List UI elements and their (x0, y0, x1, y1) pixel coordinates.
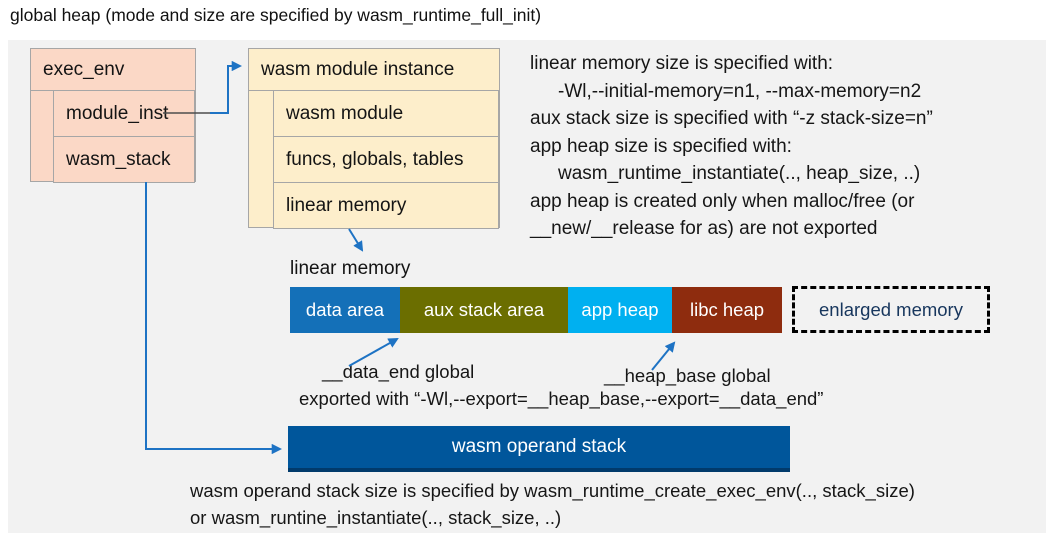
exec-env-header: exec_env (31, 49, 195, 91)
heap-base-global-label: __heap_base global (604, 365, 771, 386)
note-line: wasm operand stack size is specified by … (190, 480, 915, 501)
note-line: __new/__release for as) are not exported (530, 218, 878, 239)
note-line: or wasm_runtine_instantiate(.., stack_si… (190, 506, 562, 528)
exec-env-row-module-inst: module_inst (53, 90, 195, 137)
note-line: linear memory size is specified with: (530, 53, 834, 74)
page-title: global heap (mode and size are specified… (10, 5, 542, 25)
note-line: -Wl,--initial-memory=n1, --max-memory=n2 (558, 80, 922, 102)
row-linear-memory: linear memory (273, 182, 499, 229)
segment-data-area: data area (290, 287, 400, 333)
row-wasm-module: wasm module (273, 90, 499, 137)
segment-app-heap: app heap (568, 287, 672, 333)
exec-env-row-wasm-stack: wasm_stack (53, 136, 195, 183)
wasm-operand-stack-bar: wasm operand stack (288, 426, 790, 472)
note-line: wasm_runtime_instantiate(.., heap_size, … (558, 163, 921, 184)
linear-memory-label: linear memory (290, 258, 411, 279)
exec-env-box: exec_env module_inst wasm_stack (30, 48, 196, 183)
data-end-global-label: __data_end global (322, 361, 475, 382)
wasm-module-instance-header: wasm module instance (249, 49, 499, 91)
wasm-module-instance-box: wasm module instance wasm module funcs, … (248, 48, 500, 229)
export-flags-label: exported with “-Wl,--export=__heap_base,… (299, 388, 824, 409)
segment-aux-stack-area: aux stack area (400, 287, 568, 333)
operand-stack-notes: wasm operand stack size is specified by … (190, 478, 1050, 531)
row-funcs-globals-tables: funcs, globals, tables (273, 136, 499, 183)
note-line: aux stack size is specified with “-z sta… (530, 108, 933, 129)
exec-env-rows: module_inst wasm_stack (31, 90, 195, 183)
note-line: app heap size is specified with: (530, 135, 792, 157)
segment-libc-heap: libc heap (672, 287, 782, 333)
wasm-module-instance-rows: wasm module funcs, globals, tables linea… (249, 90, 499, 229)
note-line: app heap is created only when malloc/fre… (530, 190, 915, 212)
memory-size-notes: linear memory size is specified with: -W… (530, 50, 1042, 243)
segment-enlarged-memory: enlarged memory (792, 286, 990, 333)
